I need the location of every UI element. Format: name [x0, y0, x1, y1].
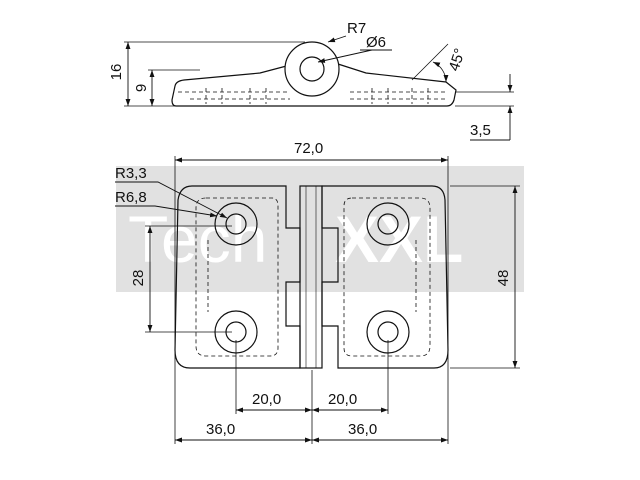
label-36-right: 36,0 — [348, 421, 377, 438]
label-9: 9 — [133, 84, 150, 92]
hole-top-right-inner — [377, 213, 399, 235]
label-48: 48 — [495, 270, 512, 287]
label-45: 45° — [446, 46, 469, 73]
side-pin-hole — [299, 56, 325, 82]
label-d6: Ø6 — [366, 34, 386, 51]
label-72: 72,0 — [294, 140, 323, 157]
side-right-leaf — [316, 63, 457, 107]
side-left-leaf — [171, 63, 316, 107]
front-left-leaf — [174, 185, 301, 369]
side-knuckle — [284, 41, 340, 97]
label-3-5: 3,5 — [470, 122, 491, 139]
front-hidden-lines — [195, 197, 431, 357]
watermark-band — [116, 166, 524, 292]
label-r6-8: R6,8 — [115, 189, 147, 206]
hole-bottom-left-inner — [225, 321, 247, 343]
angle-ext-line — [411, 43, 449, 81]
angle-arc — [432, 61, 449, 83]
front-knuckle — [299, 185, 323, 369]
hole-bottom-left-outer — [214, 310, 258, 354]
hole-bottom-right-outer — [366, 310, 410, 354]
label-36-left: 36,0 — [206, 421, 235, 438]
r6-8-leader — [115, 205, 218, 218]
label-20-left: 20,0 — [252, 391, 281, 408]
r7-leader — [327, 35, 347, 43]
hole-top-left-outer — [214, 202, 258, 246]
d6-leader — [317, 49, 373, 63]
front-holes — [214, 202, 410, 354]
hole-top-right-outer — [366, 202, 410, 246]
side-hidden-lines — [178, 88, 448, 104]
watermark: Tech XXL — [116, 166, 524, 292]
label-16: 16 — [108, 64, 125, 81]
label-r7: R7 — [347, 20, 366, 37]
label-28: 28 — [130, 270, 147, 287]
watermark-text-xxl: XXL — [335, 202, 463, 276]
hole-bottom-right-inner — [377, 321, 399, 343]
hole-top-left-inner — [225, 213, 247, 235]
r3-3-leader — [115, 181, 228, 219]
side-view — [124, 35, 514, 141]
label-20-right: 20,0 — [328, 391, 357, 408]
label-r3-3: R3,3 — [115, 165, 147, 182]
front-view — [115, 156, 520, 444]
